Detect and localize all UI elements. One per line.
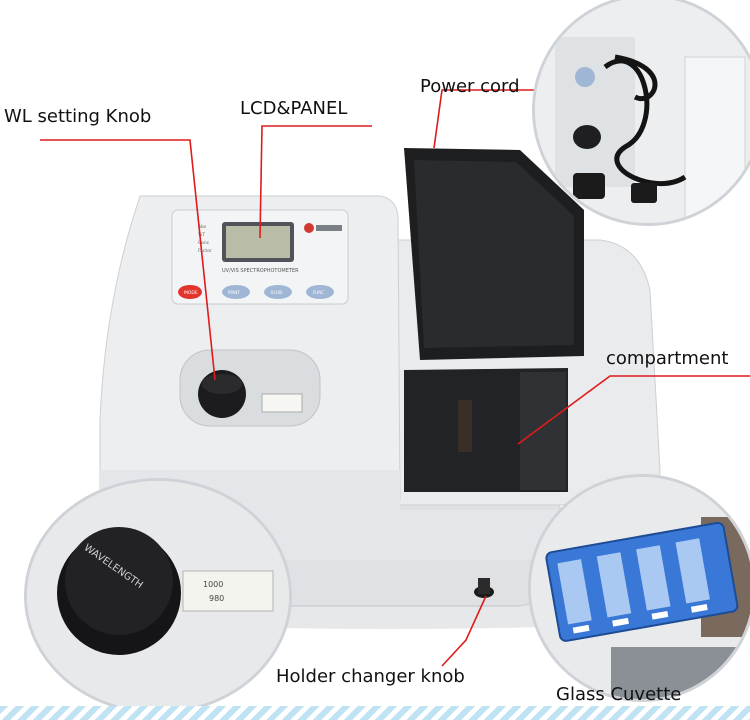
indicator-t: %T (198, 232, 205, 238)
title-plate: UV/VIS SPECTROPHOTOMETER (222, 268, 299, 274)
glass-cuvette-label: Glass Cuvette (556, 684, 682, 705)
zero-100-button-label: 0/100 (271, 290, 283, 295)
glass-cuvette-image (531, 477, 750, 699)
indicator-abs: Abs (198, 224, 207, 230)
decorative-stripe (0, 706, 750, 720)
lcd-panel-label: LCD&PANEL (240, 98, 348, 119)
indicator-conc: Conc (198, 240, 210, 246)
zero-100-button[interactable] (264, 285, 292, 299)
func-button-label: FUNC (313, 290, 324, 295)
print-button-label: PRINT (228, 290, 240, 295)
mode-button[interactable] (178, 285, 202, 299)
mode-button-label: MODE (184, 290, 198, 296)
wl-knob-closeup: WAVELENGTH 1000 980 (27, 481, 289, 711)
indicator-factor: Factor (198, 248, 212, 254)
wl-knob-callout: WAVELENGTH 1000 980 (24, 478, 292, 714)
holder-changer-knob-label: Holder changer knob (276, 666, 465, 687)
power-cord-image (535, 0, 750, 223)
power-cord-label: Power cord (420, 76, 520, 97)
scale-reading-1000: 1000 (203, 580, 223, 589)
wl-setting-knob-label: WL setting Knob (4, 106, 152, 127)
glass-cuvette-callout (528, 474, 750, 702)
func-button[interactable] (306, 285, 334, 299)
compartment-label: compartment (606, 348, 729, 369)
scale-reading-980: 980 (209, 594, 224, 603)
power-cord-callout (532, 0, 750, 226)
print-button[interactable] (222, 285, 250, 299)
leader-lines (40, 89, 750, 667)
